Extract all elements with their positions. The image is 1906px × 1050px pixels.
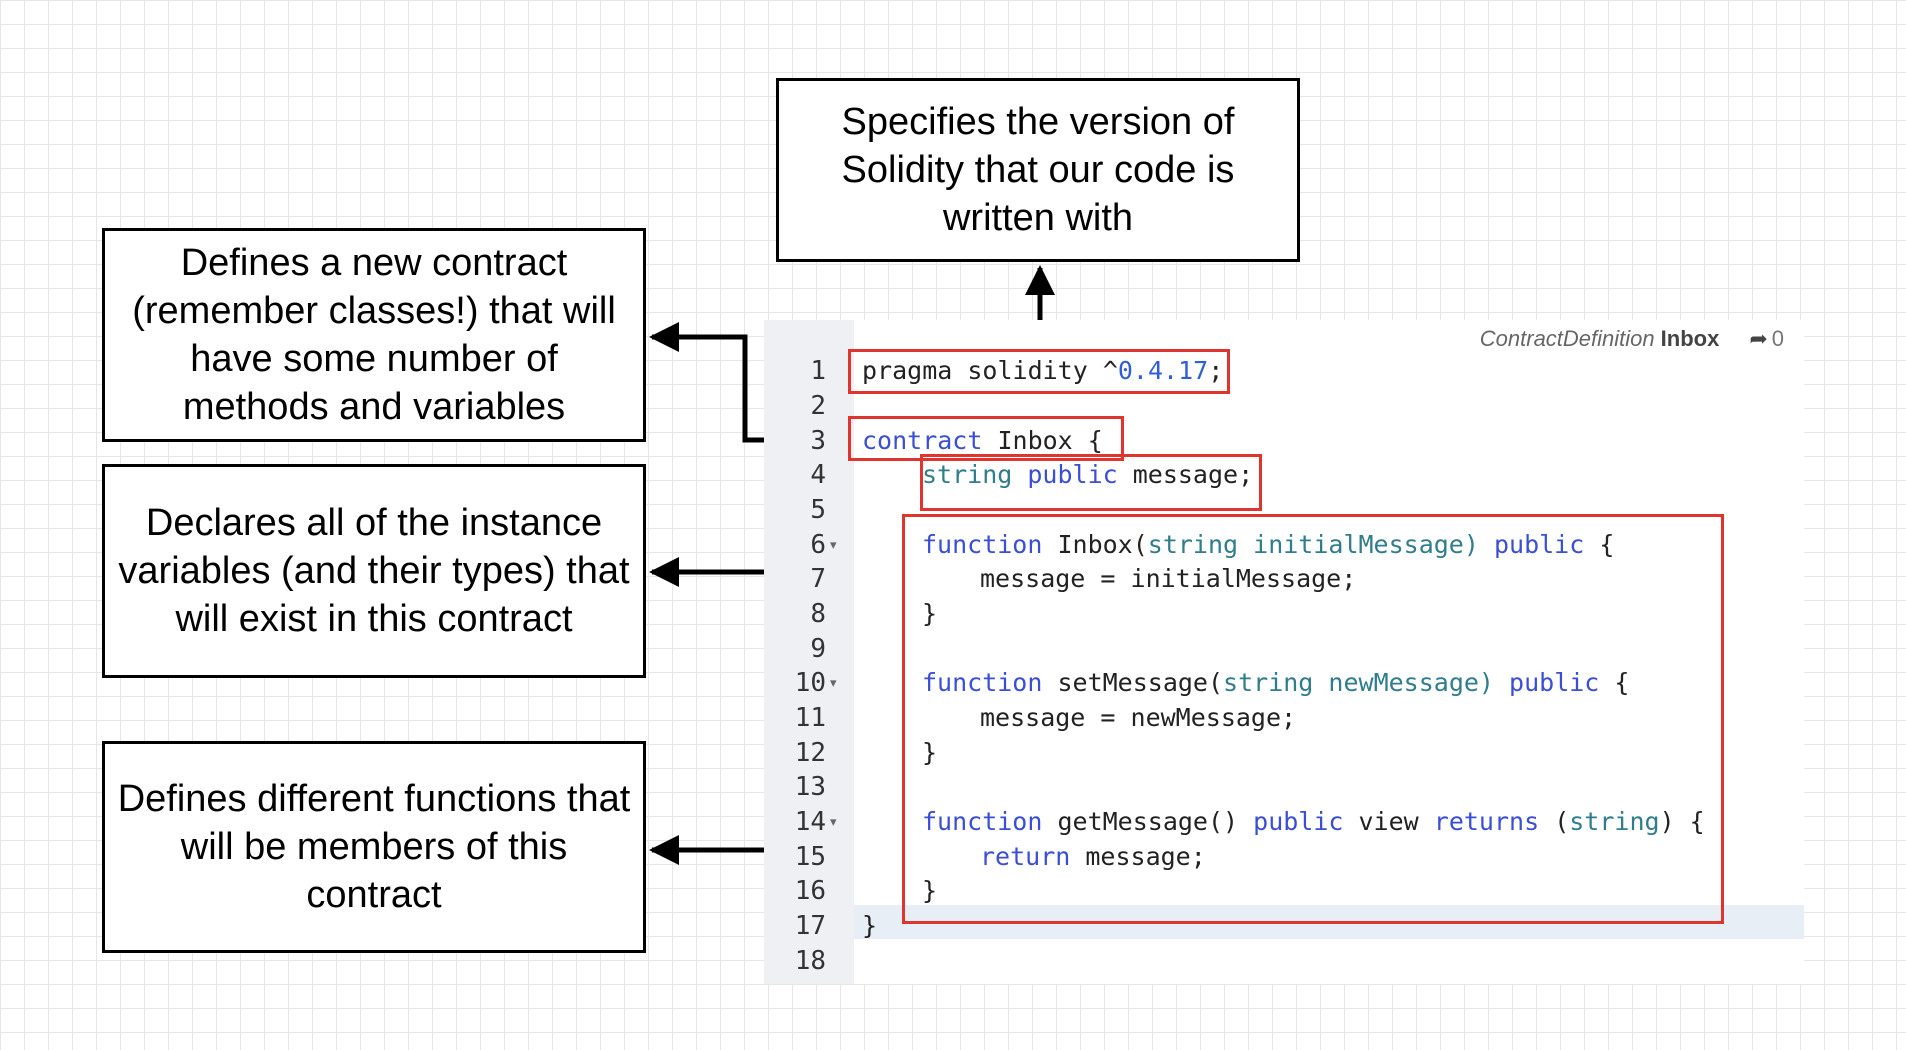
code-line-16: } [922, 874, 937, 908]
line-number: 9 [810, 634, 826, 664]
contract-callout: Defines a new contract (remember classes… [102, 228, 646, 442]
public-keyword: public [1493, 668, 1600, 697]
line-number: 1 [810, 356, 826, 386]
code-area[interactable] [854, 320, 1804, 984]
return-value: message; [1070, 842, 1206, 871]
line-number: 5 [810, 495, 826, 525]
line-number-gutter [764, 320, 854, 984]
brace: } [922, 599, 938, 628]
brace: { [1599, 668, 1630, 697]
version-number: 0.4.17 [1117, 356, 1209, 385]
line-number: 7 [810, 564, 826, 594]
param-name: initialMessage) [1238, 530, 1479, 559]
type-token: string [922, 460, 1013, 489]
pragma-highlight-box [848, 349, 1230, 394]
function-name: setMessage( [1042, 668, 1224, 697]
code-line-10: function setMessage(string newMessage) p… [922, 666, 1629, 700]
brace: } [922, 876, 938, 905]
type-token: string [1147, 530, 1239, 559]
public-keyword: public [1478, 530, 1585, 559]
variable-name: message; [1117, 460, 1254, 489]
breadcrumb-context: ContractDefinition [1479, 326, 1655, 351]
function-keyword: function [922, 668, 1043, 697]
param-name: newMessage) [1313, 668, 1494, 697]
fold-toggle-icon[interactable]: ▾ [830, 537, 837, 552]
breadcrumb-name[interactable]: Inbox [1660, 326, 1720, 351]
contract-callout-text: Defines a new contract (remember classes… [132, 242, 616, 428]
assignment: message = initialMessage; [980, 564, 1357, 593]
variables-highlight-box [920, 454, 1262, 511]
pragma-callout-text: Specifies the version of Solidity that o… [841, 101, 1235, 239]
type-token: string [1569, 807, 1660, 836]
returns-keyword: returns [1418, 807, 1540, 836]
code-line-17: } [862, 909, 877, 943]
code-line-7: message = initialMessage; [980, 562, 1356, 596]
type-token: string [1223, 668, 1314, 697]
fold-toggle-icon[interactable]: ▾ [830, 814, 837, 829]
pragma-callout: Specifies the version of Solidity that o… [776, 78, 1300, 262]
functions-highlight-box [902, 514, 1724, 924]
line-number: 11 [794, 703, 826, 733]
variables-callout-text: Declares all of the instance variables (… [118, 502, 630, 640]
line-number: 17 [794, 911, 826, 941]
brace: { [1584, 530, 1615, 559]
view-keyword: view [1343, 807, 1419, 836]
fold-toggle-icon[interactable]: ▾ [830, 675, 837, 690]
function-name: Inbox( [1042, 530, 1148, 559]
code-line-11: message = newMessage; [980, 701, 1296, 735]
code-line-6: function Inbox(string initialMessage) pu… [922, 528, 1614, 562]
line-number: 8 [810, 599, 826, 629]
line-number: 18 [794, 946, 826, 976]
code-line-3: contract Inbox { [862, 424, 1103, 458]
return-keyword: return [980, 842, 1071, 871]
code-line-8: } [922, 597, 937, 631]
line-number: 10 [794, 668, 826, 698]
pragma-keyword: pragma solidity ^ [862, 356, 1118, 385]
contract-highlight-box [848, 416, 1124, 461]
function-keyword: function [922, 807, 1043, 836]
line-number: 6 [810, 530, 826, 560]
brace: } [922, 738, 938, 767]
contract-name: Inbox { [982, 426, 1103, 455]
contract-keyword: contract [862, 426, 983, 455]
code-line-1: pragma solidity ^0.4.17; [862, 354, 1223, 388]
line-number: 2 [810, 391, 826, 421]
paren-close: ) { [1659, 807, 1705, 836]
line-number: 13 [794, 772, 826, 802]
code-line-12: } [922, 736, 937, 770]
line-number: 4 [810, 460, 826, 490]
line-number: 16 [794, 876, 826, 906]
function-name: getMessage() [1042, 807, 1239, 836]
function-keyword: function [922, 530, 1043, 559]
functions-callout: Defines different functions that will be… [102, 741, 646, 953]
line-number: 12 [794, 738, 826, 768]
line-number: 14 [794, 807, 826, 837]
line-number: 3 [810, 426, 826, 456]
code-line-4: string public message; [922, 458, 1253, 492]
code-line-14: function getMessage() public view return… [922, 805, 1705, 839]
brace: } [862, 911, 878, 940]
line-number: 15 [794, 842, 826, 872]
semicolon: ; [1208, 356, 1224, 385]
variables-callout: Declares all of the instance variables (… [102, 464, 646, 678]
paren-open: ( [1539, 807, 1570, 836]
share-arrow-icon[interactable]: ➦ [1749, 326, 1768, 351]
functions-callout-text: Defines different functions that will be… [117, 778, 631, 916]
reference-count: 0 [1771, 326, 1784, 351]
public-keyword: public [1238, 807, 1344, 836]
public-keyword: public [1012, 460, 1118, 489]
code-line-15: return message; [980, 840, 1206, 874]
assignment: message = newMessage; [980, 703, 1297, 732]
